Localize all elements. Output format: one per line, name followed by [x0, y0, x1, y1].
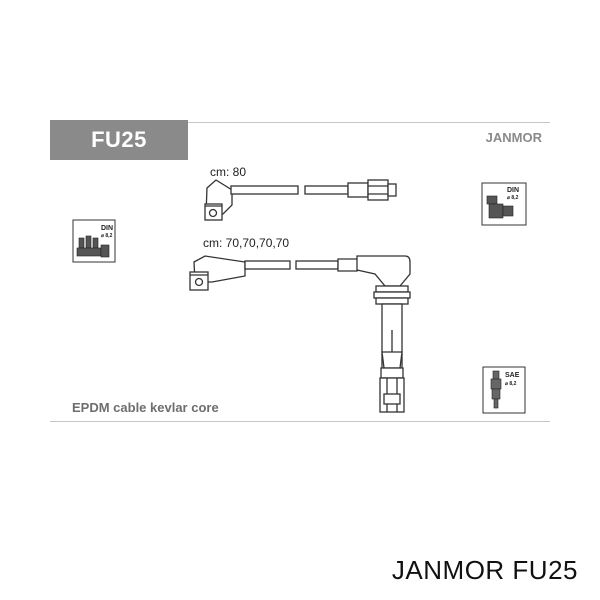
bottom-divider	[50, 421, 550, 422]
din-label-left: DIN	[101, 225, 113, 232]
din-distributor-icon-right: DIN ⌀ 8,2	[481, 182, 527, 226]
short-cable-length: cm: 80	[210, 165, 247, 179]
din-distributor-icon-left: DIN ⌀ 8,2	[72, 219, 116, 263]
din-size-right: ⌀ 8,2	[507, 195, 519, 201]
short-cable-straight-boot	[347, 182, 369, 198]
long-cable-lengths: cm: 70,70,70,70	[203, 236, 290, 250]
top-divider	[188, 122, 550, 123]
long-cable-wire-1	[244, 260, 291, 270]
short-cable	[204, 179, 397, 221]
coil-boot-head	[356, 255, 411, 287]
long-cable	[189, 255, 411, 413]
part-code-box: FU25	[50, 120, 188, 160]
coil-boot-ribs	[373, 285, 411, 305]
sae-size: ⌀ 8,2	[505, 381, 517, 387]
short-cable-wire-1	[230, 185, 299, 195]
sae-spark-plug-icon: SAE ⌀ 8,2	[482, 366, 526, 414]
sae-label: SAE	[505, 372, 520, 379]
long-cable-wire-2	[295, 260, 339, 270]
din-size-left: ⌀ 8,2	[101, 233, 113, 239]
material-note: EPDM cable kevlar core	[72, 400, 219, 415]
brand-label: JANMOR	[485, 130, 542, 145]
din-label-right: DIN	[507, 187, 519, 194]
product-caption: JANMOR FU25	[391, 555, 578, 585]
part-code: FU25	[91, 127, 147, 152]
short-cable-wire-2	[304, 185, 349, 195]
